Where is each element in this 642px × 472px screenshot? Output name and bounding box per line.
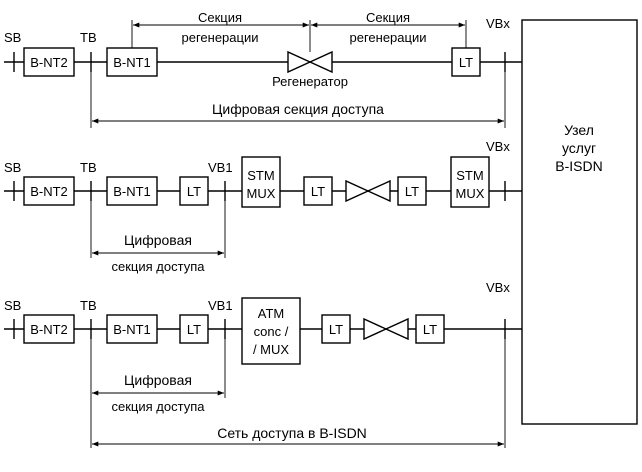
row2-access-label-line2: секция доступа bbox=[112, 259, 206, 274]
service-node-label-line1: Узел bbox=[564, 122, 594, 138]
row3-lt-box-1 bbox=[179, 314, 209, 344]
row-1: SB TB VBx B-NT2 B-NT1 LT Регенератор Сек… bbox=[4, 10, 522, 128]
row3-ref-vbx: VBx bbox=[486, 280, 510, 295]
row1-ref-sb: SB bbox=[4, 30, 21, 45]
row2-ref-sb: SB bbox=[4, 160, 21, 175]
service-node-box bbox=[521, 19, 638, 425]
row1-b-nt2-box bbox=[23, 47, 75, 77]
row2-stm-mux-1-line2: MUX bbox=[247, 186, 276, 201]
row3-b-nt1-label: B-NT1 bbox=[113, 322, 151, 337]
row2-access-label-line1: Цифровая bbox=[124, 232, 192, 248]
row3-access-label-line1: Цифровая bbox=[124, 372, 192, 388]
row3-access-label-line2: секция доступа bbox=[112, 399, 206, 414]
row-3: SB TB VB1 VBx B-NT2 B-NT1 LT ATM conc / … bbox=[4, 280, 522, 448]
row1-b-nt1-box bbox=[106, 47, 158, 77]
row3-atm-mux-line1: ATM bbox=[258, 306, 284, 321]
row2-stm-mux-1-line1: STM bbox=[247, 168, 274, 183]
row2-stm-mux-2-line2: MUX bbox=[456, 186, 485, 201]
row3-lt-box-3 bbox=[415, 314, 445, 344]
row2-b-nt1-box bbox=[106, 176, 158, 206]
row2-ref-vb1: VB1 bbox=[208, 160, 233, 175]
row2-regenerator-icon bbox=[345, 179, 391, 203]
row3-lt-label-2: LT bbox=[329, 322, 343, 337]
row1-regen-section-1-label-line2: регенерации bbox=[182, 30, 259, 45]
row-2: SB TB VB1 VBx B-NT2 B-NT1 LT STM MUX LT … bbox=[4, 139, 522, 274]
row3-atm-mux-line3: / MUX bbox=[253, 342, 289, 357]
row3-network-label: Сеть доступа в B-ISDN bbox=[217, 425, 367, 441]
row2-lt-box-1 bbox=[179, 176, 209, 206]
row3-lt-label-3: LT bbox=[423, 322, 437, 337]
row2-stm-mux-box-1 bbox=[241, 156, 281, 208]
service-node: Узел услуг B-ISDN bbox=[521, 19, 638, 425]
row3-atm-mux-box bbox=[241, 297, 301, 365]
row3-regenerator-icon bbox=[363, 317, 409, 341]
row1-regen-section-1-label-line1: Секция bbox=[198, 10, 242, 25]
row1-ref-tb: TB bbox=[80, 30, 97, 45]
row2-b-nt1-label: B-NT1 bbox=[113, 184, 151, 199]
row3-atm-mux-line2: conc / bbox=[254, 324, 289, 339]
row2-lt-label-1: LT bbox=[187, 184, 201, 199]
row2-stm-mux-2-line1: STM bbox=[456, 168, 483, 183]
row2-b-nt2-box bbox=[23, 176, 75, 206]
row3-lt-label-1: LT bbox=[187, 322, 201, 337]
service-node-label-line2: услуг bbox=[562, 140, 596, 156]
row1-lt-label: LT bbox=[459, 55, 473, 70]
row2-ref-vbx: VBx bbox=[486, 139, 510, 154]
row3-ref-vb1: VB1 bbox=[208, 298, 233, 313]
row1-regenerator-icon bbox=[287, 50, 333, 74]
row2-lt-box-2 bbox=[303, 176, 333, 206]
service-node-label-line3: B-ISDN bbox=[555, 158, 602, 174]
row3-lt-box-2 bbox=[321, 314, 351, 344]
row2-lt-box-3 bbox=[397, 176, 427, 206]
row3-b-nt2-box bbox=[23, 314, 75, 344]
row1-b-nt1-label: B-NT1 bbox=[113, 55, 151, 70]
row1-ref-vbx: VBx bbox=[486, 16, 510, 31]
row3-b-nt2-label: B-NT2 bbox=[30, 322, 68, 337]
row1-regenerator-label: Регенератор bbox=[272, 74, 348, 89]
row3-b-nt1-box bbox=[106, 314, 158, 344]
row1-regen-section-2-label-line1: Секция bbox=[366, 10, 410, 25]
row1-b-nt2-label: B-NT2 bbox=[30, 55, 68, 70]
row2-ref-tb: TB bbox=[80, 160, 97, 175]
row2-lt-label-2: LT bbox=[311, 184, 325, 199]
row1-regen-section-2-label-line2: регенерации bbox=[350, 30, 427, 45]
row3-ref-sb: SB bbox=[4, 298, 21, 313]
row2-lt-label-3: LT bbox=[405, 184, 419, 199]
row2-b-nt2-label: B-NT2 bbox=[30, 184, 68, 199]
row3-ref-tb: TB bbox=[80, 298, 97, 313]
row1-access-section-label: Цифровая секция доступа bbox=[212, 101, 384, 117]
row2-stm-mux-box-2 bbox=[450, 156, 490, 208]
